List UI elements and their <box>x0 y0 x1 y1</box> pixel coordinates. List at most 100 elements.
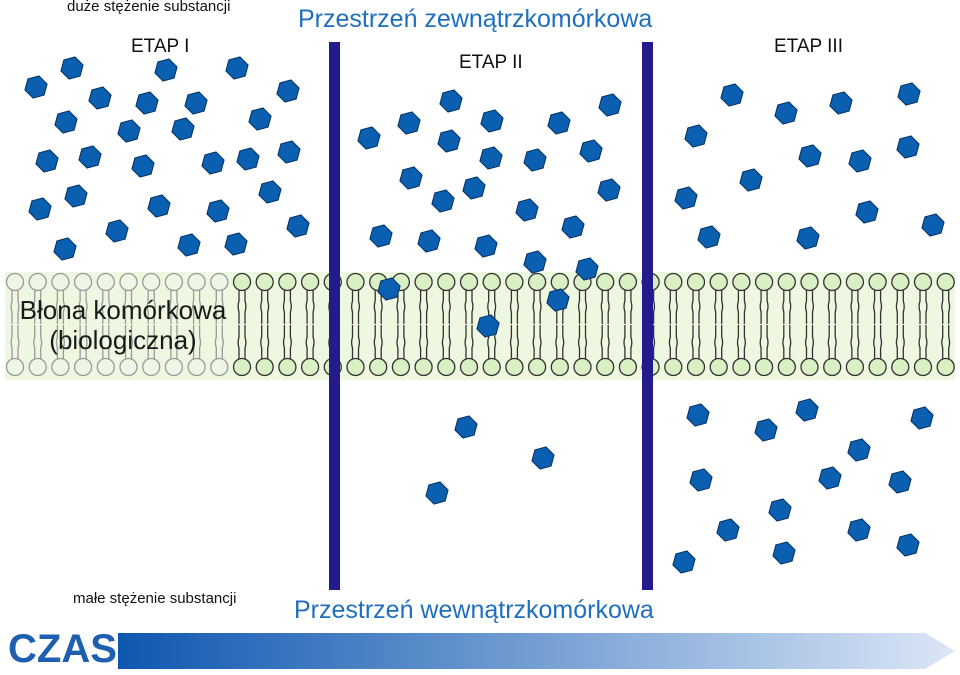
molecule <box>258 180 282 204</box>
lipid <box>482 272 501 324</box>
lipid <box>527 325 547 377</box>
molecule <box>896 135 920 159</box>
lipid <box>187 272 206 324</box>
lipid <box>164 272 184 324</box>
molecule <box>78 145 102 169</box>
molecule <box>579 139 603 163</box>
molecule <box>277 140 301 164</box>
stage-label-1: ETAP I <box>131 36 190 57</box>
time-label: CZAS <box>8 627 117 671</box>
molecule <box>286 214 310 238</box>
molecule <box>357 126 381 150</box>
lipid <box>346 272 365 324</box>
lipid <box>686 325 706 377</box>
molecule <box>35 149 59 173</box>
lipid <box>232 325 252 377</box>
molecule <box>921 213 945 237</box>
molecule <box>224 232 248 256</box>
lipid <box>5 325 25 377</box>
molecule <box>796 226 820 250</box>
lipid <box>913 325 933 377</box>
molecule <box>147 194 171 218</box>
molecule <box>417 229 441 253</box>
molecule <box>888 470 912 494</box>
lipid <box>346 325 365 377</box>
lipid <box>845 325 865 377</box>
molecule <box>818 466 842 490</box>
lipid <box>845 272 865 324</box>
lipid <box>868 325 887 377</box>
time-arrow <box>118 633 955 669</box>
molecule <box>53 237 77 261</box>
lipid <box>278 325 297 377</box>
molecule <box>276 79 300 103</box>
molecule <box>248 107 272 131</box>
lipid-bilayer <box>5 272 955 377</box>
intracellular-space-label: Przestrzeń wewnątrzkomórkowa <box>294 596 654 624</box>
lipid <box>459 272 479 324</box>
lipid <box>664 325 683 377</box>
molecule <box>672 550 696 574</box>
molecule <box>910 406 934 430</box>
molecule <box>754 418 778 442</box>
molecule <box>847 518 871 542</box>
bottom-concentration-label: małe stężenie substancji <box>73 590 237 607</box>
molecule <box>377 277 401 301</box>
lipid <box>664 272 683 324</box>
molecule <box>437 129 461 153</box>
lipid <box>686 272 706 324</box>
lipid <box>777 272 796 324</box>
molecule <box>720 83 744 107</box>
molecule <box>546 288 570 312</box>
lipid <box>823 272 842 324</box>
molecule <box>768 498 792 522</box>
molecule <box>684 124 708 148</box>
molecule <box>896 533 920 557</box>
lipid <box>369 325 388 377</box>
molecule <box>225 56 249 80</box>
lipid <box>187 325 206 377</box>
molecule <box>716 518 740 542</box>
molecule <box>523 148 547 172</box>
molecule <box>88 86 112 110</box>
molecule <box>54 110 78 134</box>
molecule <box>397 111 421 135</box>
molecule <box>772 541 796 565</box>
molecule <box>575 257 599 281</box>
molecule <box>135 91 159 115</box>
lipid <box>823 325 842 377</box>
lipid <box>891 272 910 324</box>
lipid <box>505 272 524 324</box>
lipid <box>210 325 229 377</box>
molecule <box>697 225 721 249</box>
molecule <box>829 91 853 115</box>
molecule <box>798 144 822 168</box>
extracellular-space-label: Przestrzeń zewnątrzkomórkowa <box>298 5 653 33</box>
molecule <box>439 89 463 113</box>
lipid <box>300 325 320 377</box>
lipid <box>73 325 93 377</box>
lipid <box>550 325 569 377</box>
lipid <box>437 325 456 377</box>
lipid <box>709 272 728 324</box>
molecule <box>154 58 178 82</box>
molecule <box>847 438 871 462</box>
lipid <box>891 325 910 377</box>
lipid <box>777 325 796 377</box>
lipid <box>800 272 819 324</box>
lipid <box>527 272 547 324</box>
molecule <box>476 314 500 338</box>
molecule <box>60 56 84 80</box>
molecule <box>674 186 698 210</box>
molecule <box>515 198 539 222</box>
molecule <box>171 117 195 141</box>
molecule <box>597 178 621 202</box>
membrane-label: Błona komórkowa (biologiczna) <box>19 295 227 355</box>
lipid <box>437 272 456 324</box>
lipid <box>210 272 229 324</box>
lipid <box>482 325 501 377</box>
molecule <box>28 197 52 221</box>
lipid <box>255 325 274 377</box>
molecule <box>848 149 872 173</box>
